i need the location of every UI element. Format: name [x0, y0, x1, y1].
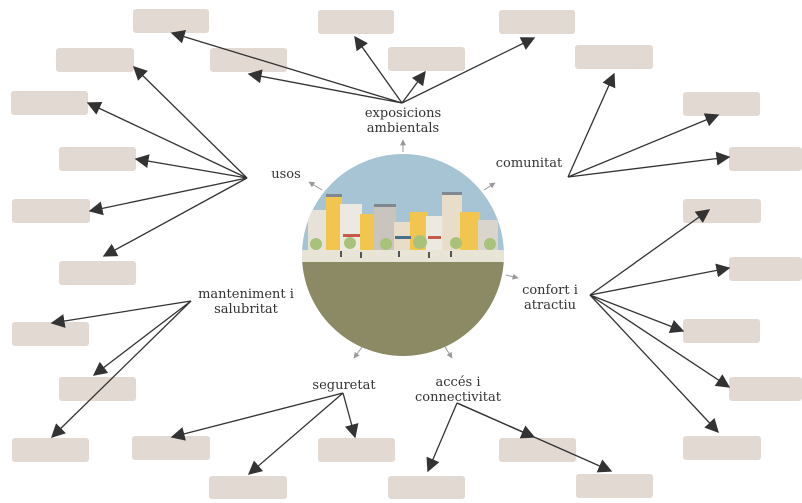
connector-arrow-12 [567, 113, 720, 178]
connector-arrow-1 [170, 29, 403, 104]
empty-label-box-19 [729, 377, 802, 401]
connector-arrow-19 [50, 300, 192, 328]
empty-label-box-22 [318, 438, 395, 462]
empty-label-box-21 [132, 436, 210, 460]
connector-arrow-17 [589, 294, 731, 388]
pointer-arrow-5 [353, 346, 363, 359]
connector-arrow-27 [456, 402, 613, 473]
empty-label-box-16 [12, 322, 89, 346]
category-label-line: salubritat [214, 302, 278, 317]
empty-label-box-25 [209, 476, 287, 499]
pointer-arrow-4 [505, 273, 519, 280]
connector-arrow-10 [102, 177, 248, 257]
empty-label-box-7 [575, 45, 653, 69]
category-label-line: seguretat [312, 378, 376, 393]
empty-label-box-11 [729, 147, 802, 171]
category-label-line: usos [271, 167, 301, 182]
empty-label-box-10 [59, 147, 136, 171]
connector-arrow-4 [401, 70, 426, 104]
empty-label-box-3 [499, 10, 575, 34]
pointer-arrow-3 [483, 182, 496, 191]
category-label-seguretat: seguretat [298, 378, 390, 393]
empty-label-box-23 [499, 438, 576, 462]
category-label-line: exposicions [364, 106, 442, 121]
empty-label-box-12 [12, 199, 90, 223]
empty-label-box-2 [318, 10, 394, 34]
connector-arrow-13 [567, 151, 731, 178]
category-label-line: ambientals [366, 121, 440, 136]
category-label-line: manteniment i [198, 287, 294, 302]
category-label-line: comunitat [495, 156, 563, 171]
empty-label-box-20 [12, 438, 89, 462]
connector-arrow-15 [589, 263, 731, 296]
connector-arrow-8 [134, 154, 248, 179]
empty-label-box-27 [576, 474, 653, 498]
pointer-arrow-2 [308, 181, 323, 191]
connector-arrow-18 [589, 294, 719, 434]
empty-label-box-5 [210, 48, 287, 72]
empty-label-box-24 [683, 436, 761, 460]
category-pointer-arrows [308, 139, 519, 359]
empty-label-boxes [11, 9, 802, 499]
empty-label-box-6 [388, 47, 465, 71]
connector-arrow-14 [589, 209, 711, 296]
empty-label-box-15 [729, 257, 802, 281]
connector-arrow-22 [170, 392, 344, 441]
empty-label-box-18 [59, 377, 136, 401]
empty-label-box-1 [133, 9, 209, 33]
connector-arrow-11 [567, 72, 616, 178]
connector-arrow-9 [88, 177, 248, 216]
connector-arrow-3 [354, 35, 403, 104]
category-label-usos: usos [258, 167, 314, 182]
connector-arrow-6 [133, 66, 248, 179]
connector-arrow-25 [426, 402, 458, 473]
empty-label-box-13 [683, 199, 761, 223]
empty-label-box-4 [56, 48, 134, 72]
pointer-arrow-6 [444, 346, 453, 359]
category-label-comunitat: comunitat [486, 156, 572, 171]
empty-label-box-14 [59, 261, 136, 285]
empty-label-box-17 [683, 319, 760, 343]
empty-label-box-9 [683, 92, 760, 116]
connector-arrow-16 [589, 294, 685, 333]
city-street-illustration [302, 154, 504, 356]
connector-arrow-5 [401, 37, 536, 104]
connector-arrow-20 [92, 300, 192, 376]
connector-arrow-21 [50, 300, 192, 438]
category-label-line: connectivitat [415, 390, 501, 405]
connector-arrow-23 [247, 392, 344, 475]
empty-label-box-26 [388, 476, 465, 499]
connector-arrow-2 [247, 69, 403, 104]
connector-arrow-7 [86, 102, 248, 179]
category-label-line: confort i [522, 283, 578, 298]
connector-arrows [50, 29, 731, 475]
category-label-line: accés i [435, 375, 481, 390]
category-label-line: atractiu [524, 298, 576, 313]
connector-arrow-24 [342, 392, 359, 439]
empty-label-box-8 [11, 91, 88, 115]
